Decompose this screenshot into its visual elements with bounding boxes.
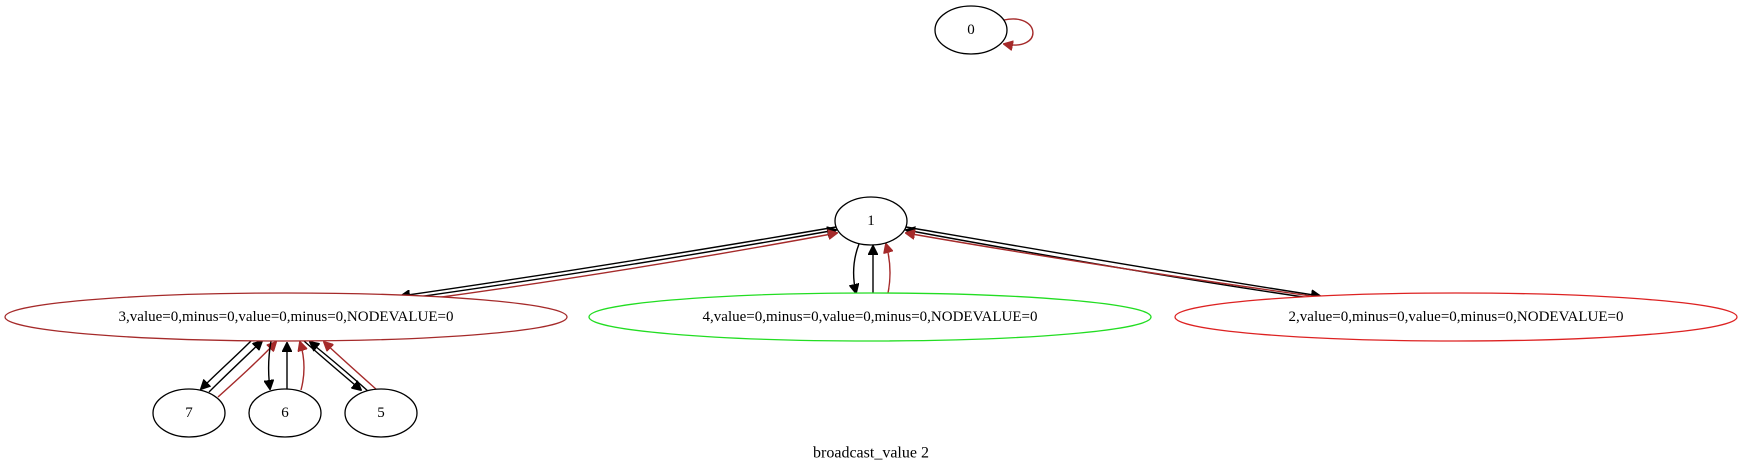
edge-1-to-2-black [905,226,1320,296]
edge-1-to-4-black [854,243,860,293]
edges-layer [201,18,1341,398]
edge-3-to-1-brown [419,233,837,301]
node-6: 6 [248,388,322,438]
node-4: 4,value=0,minus=0,value=0,minus=0,NODEVA… [588,292,1152,342]
node-3-shape [4,292,568,342]
node-1-shape [834,196,908,246]
node-7: 7 [152,388,226,438]
node-6-shape [248,388,322,438]
node-5-shape [344,388,418,438]
edge-6-to-3-brown [300,342,304,391]
node-2-shape [1174,292,1738,342]
node-2-label: 2,value=0,minus=0,value=0,minus=0,NODEVA… [1289,309,1624,325]
edge-4-to-1-brown [886,244,890,294]
node-0: 0 [934,5,1008,55]
node-1-label: 1 [867,213,875,229]
node-5: 5 [344,388,418,438]
node-4-label: 4,value=0,minus=0,value=0,minus=0,NODEVA… [703,309,1038,325]
edge-7-to-3-brown [217,342,276,398]
node-7-shape [152,388,226,438]
edge-3-to-1-black [402,230,836,300]
edge-5-to-3-brown [324,342,378,391]
edge-3-to-6-black [269,340,271,389]
node-6-label: 6 [281,405,289,421]
node-0-label: 0 [967,22,975,38]
node-3-label: 3,value=0,minus=0,value=0,minus=0,NODEVA… [119,309,454,325]
edge-3-to-7-black [201,340,252,389]
edge-2-to-1-brown [906,233,1341,301]
node-2: 2,value=0,minus=0,value=0,minus=0,NODEVA… [1174,292,1738,342]
node-1: 1 [834,196,908,246]
node-0-shape [934,5,1008,55]
edge-3-to-5-black [303,340,361,390]
edge-7-to-3-black [208,341,262,393]
node-3: 3,value=0,minus=0,value=0,minus=0,NODEVA… [4,292,568,342]
node-5-label: 5 [377,405,385,421]
edge-5-to-3-black [310,342,370,393]
nodes-layer: 0 1 3,value=0,minus=0,value=0,minus=0,NODE… [4,5,1738,438]
node-7-label: 7 [185,405,193,421]
graph-caption: broadcast_value 2 [813,445,929,462]
edge-1-to-3-black [401,226,837,296]
node-4-shape [588,292,1152,342]
edge-0-to-0-brown [1004,18,1034,45]
